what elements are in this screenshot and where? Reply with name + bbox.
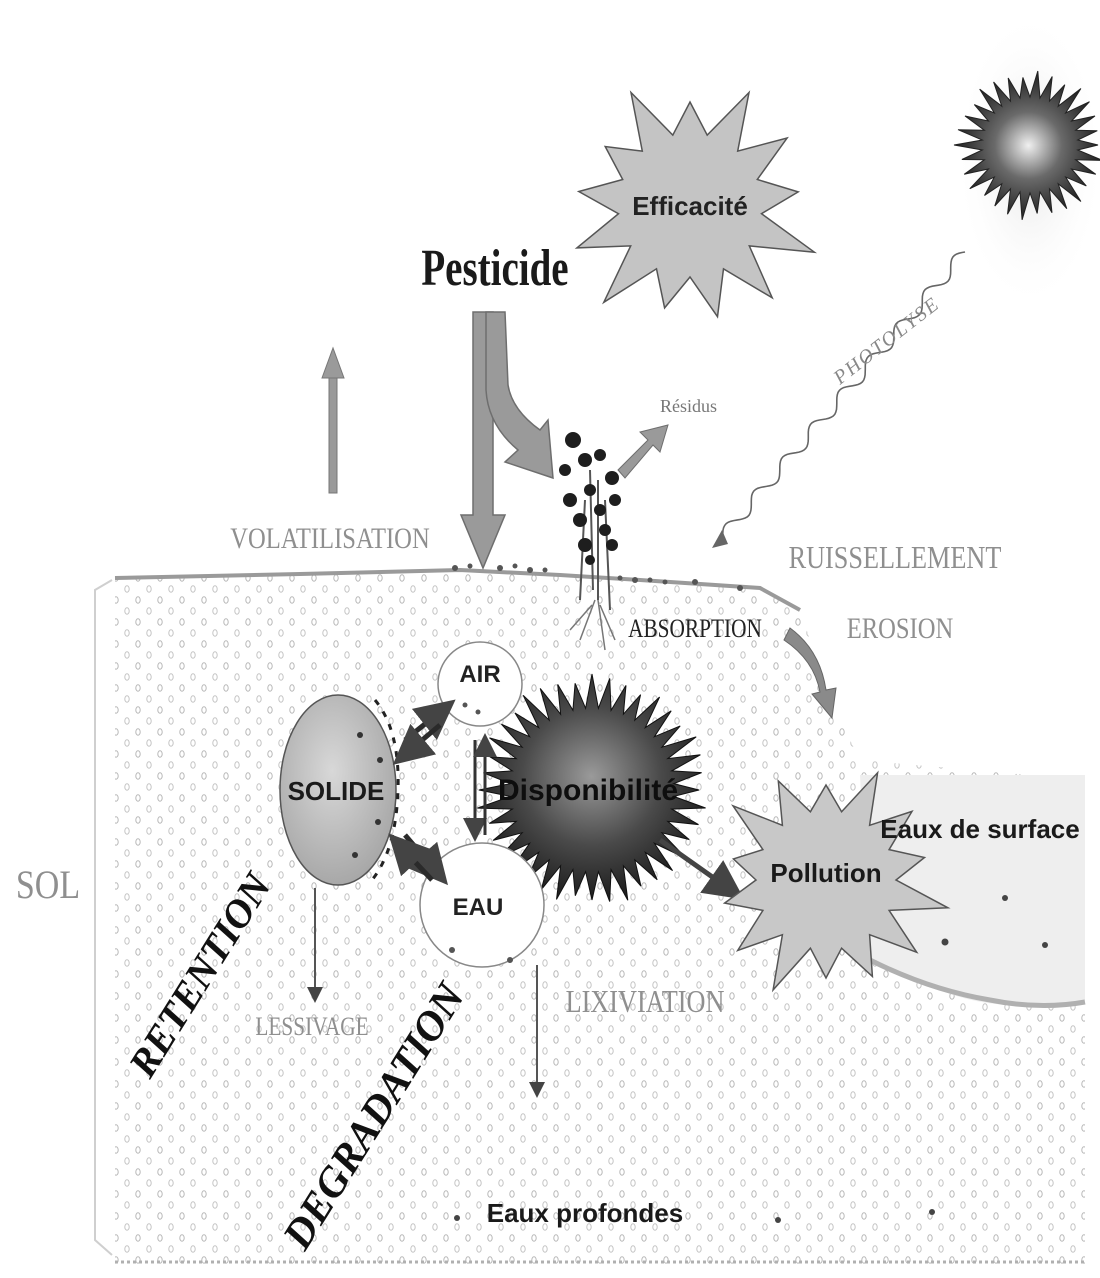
ruissellement-label: RUISSELLEMENT <box>789 541 1002 576</box>
lixiviation-label: LIXIVIATION <box>566 985 725 1020</box>
volatilisation-arrow <box>322 348 344 493</box>
sol-label: SOL <box>16 864 80 908</box>
disponibilite-label: Disponibilité <box>498 774 678 807</box>
pesticide-arrows <box>461 312 553 568</box>
absorption-label: ABSORPTION <box>628 615 762 643</box>
sun-icon <box>954 10 1100 310</box>
efficacite-label: Efficacité <box>632 191 748 221</box>
volatilisation-label: VOLATILISATION <box>230 522 430 555</box>
residus-label: Résidus <box>660 396 717 416</box>
pesticide-title: Pesticide <box>421 239 568 297</box>
eau-label: EAU <box>453 894 504 921</box>
solide-label: SOLIDE <box>288 776 385 806</box>
pollution-label: Pollution <box>770 858 881 888</box>
lessivage-label: LESSIVAGE <box>255 1013 368 1041</box>
photolyse-label: PHOTOLYSE <box>829 293 944 390</box>
air-label: AIR <box>459 661 500 688</box>
erosion-label: EROSION <box>847 612 954 645</box>
eaux-surface-label: Eaux de surface <box>880 814 1079 844</box>
eaux-profondes-label: Eaux profondes <box>487 1198 683 1228</box>
residus-arrow <box>618 425 668 478</box>
